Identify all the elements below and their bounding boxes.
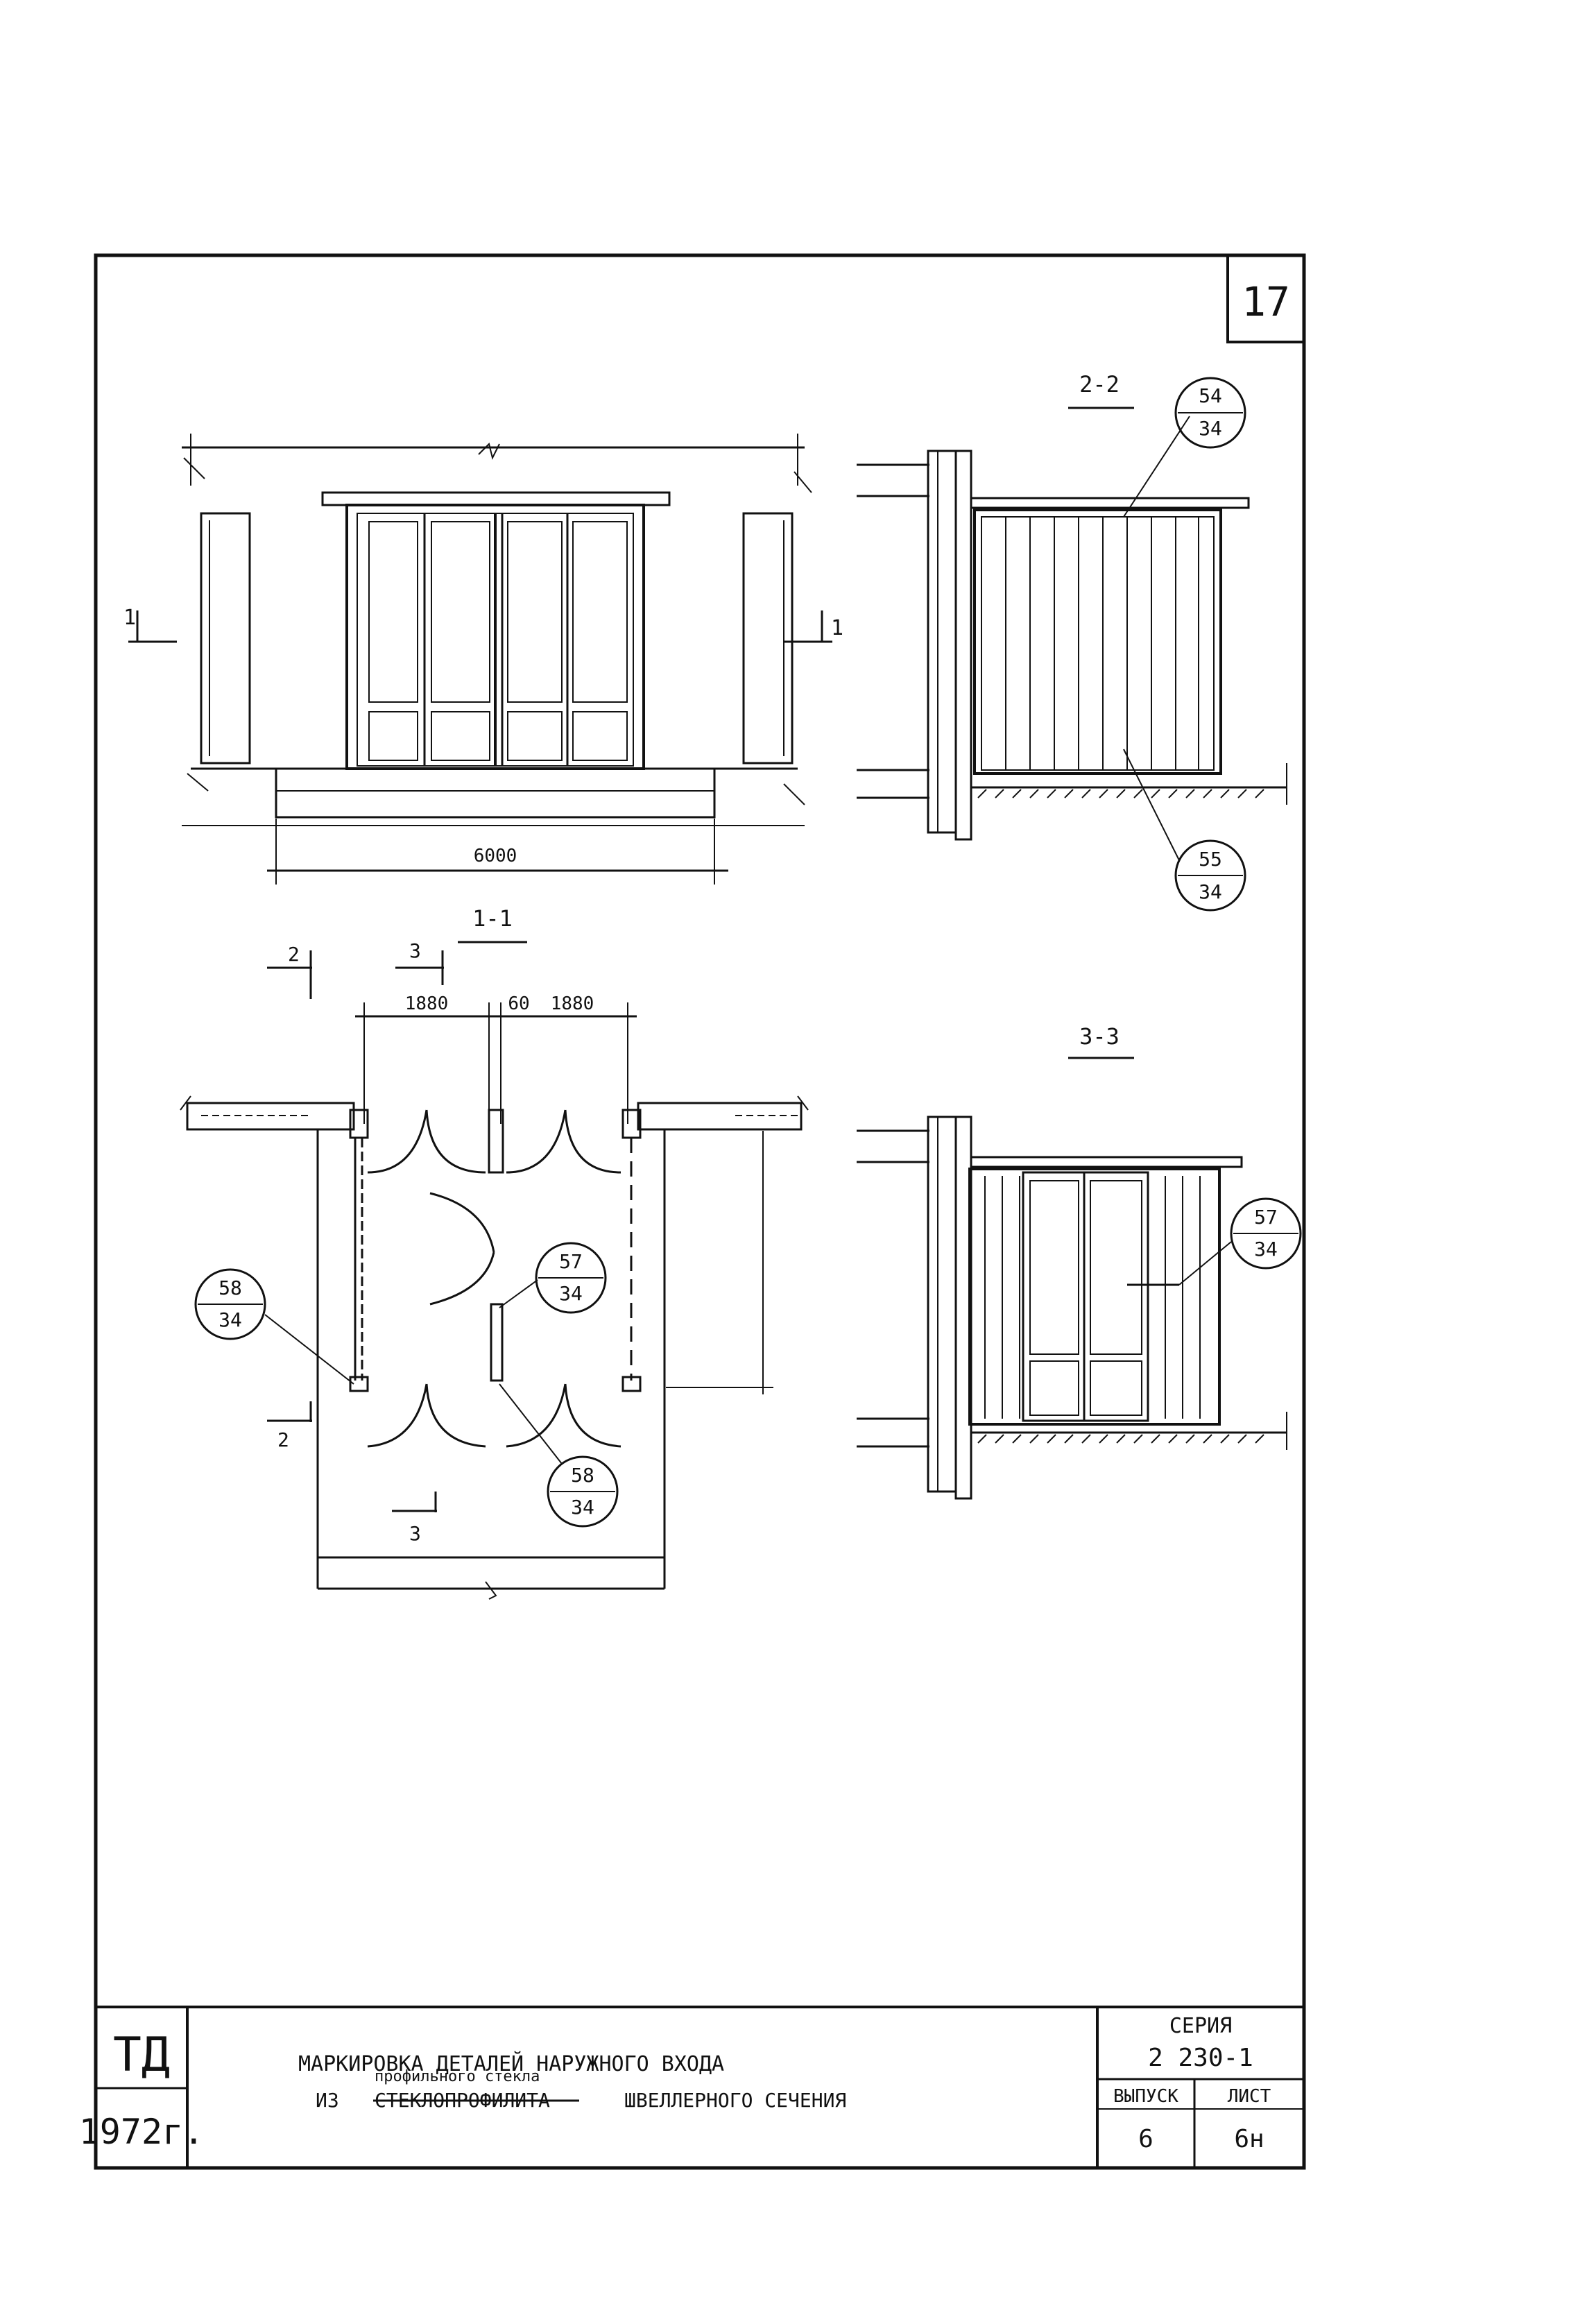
section-3-3-title: 3-3 bbox=[1079, 1023, 1120, 1050]
stamp-year: 1972г. bbox=[79, 2112, 205, 2152]
tag-57-34-plan bbox=[535, 1242, 607, 1314]
tag-54-34-num: 54 bbox=[1199, 384, 1222, 407]
tag-58-34-center bbox=[547, 1455, 619, 1528]
tag-57-34-section bbox=[1230, 1197, 1302, 1270]
tag-55-34-num: 55 bbox=[1199, 848, 1222, 871]
tag-55-34-den: 34 bbox=[1199, 880, 1222, 903]
page-label: ЛИСТ bbox=[1228, 2086, 1271, 2107]
tag-58-34-left bbox=[194, 1268, 266, 1340]
page-value: 6н bbox=[1234, 2125, 1264, 2153]
plan-dim-mid: 60 bbox=[508, 993, 529, 1014]
sheet-frame bbox=[94, 253, 1306, 2170]
tag-54-34-den: 34 bbox=[1199, 417, 1222, 440]
plan-mark-3-top bbox=[395, 950, 444, 985]
cut-mark-left bbox=[128, 610, 177, 643]
tag-57-34-plan-den: 34 bbox=[559, 1282, 583, 1305]
section-2-2 bbox=[857, 416, 1287, 861]
series-label: СЕРИЯ bbox=[1169, 2014, 1232, 2038]
plan-dim-left: 1880 bbox=[405, 993, 449, 1014]
tag-58-34-center-num: 58 bbox=[571, 1464, 594, 1487]
title-line-2-post: ШВЕЛЛЕРНОГО СЕЧЕНИЯ bbox=[624, 2089, 846, 2112]
plan-mark-2-bottom-label: 2 bbox=[277, 1428, 289, 1451]
cut-mark-right-label: 1 bbox=[831, 616, 843, 640]
dim-total: 6000 bbox=[474, 846, 517, 866]
title-line-1: МАРКИРОВКА ДЕТАЛЕЙ НАРУЖНОГО ВХОДА bbox=[298, 2051, 724, 2076]
tag-58-34-center-den: 34 bbox=[571, 1496, 594, 1519]
tag-57-34-plan-num: 57 bbox=[559, 1250, 583, 1273]
plan-title: 1-1 bbox=[472, 905, 513, 932]
cut-mark-right bbox=[784, 610, 832, 643]
tag-57-34-section-den: 34 bbox=[1254, 1238, 1278, 1261]
cut-mark-left-label: 1 bbox=[123, 606, 136, 630]
plan-view bbox=[180, 1095, 809, 1600]
section-3-3 bbox=[857, 1116, 1287, 1500]
plan-mark-2-bottom bbox=[267, 1401, 312, 1422]
tag-58-34-left-num: 58 bbox=[218, 1276, 242, 1299]
plan-dim-right: 1880 bbox=[551, 993, 594, 1014]
plan-mark-2-top-label: 2 bbox=[288, 943, 300, 966]
issue-label: ВЫПУСК bbox=[1113, 2086, 1178, 2107]
tag-54-34 bbox=[1174, 377, 1246, 449]
tag-57-34-section-num: 57 bbox=[1254, 1206, 1278, 1229]
stamp-td: ТД bbox=[113, 2028, 170, 2083]
plan-dimensions bbox=[355, 1002, 637, 1124]
tag-55-34 bbox=[1174, 839, 1246, 912]
plan-mark-3-top-label: 3 bbox=[409, 939, 421, 962]
plan-mark-3-bottom-label: 3 bbox=[409, 1522, 421, 1545]
issue-value: 6 bbox=[1138, 2125, 1154, 2153]
front-elevation bbox=[182, 434, 812, 885]
plan-mark-3-bottom bbox=[392, 1492, 437, 1512]
tag-58-34-left-den: 34 bbox=[218, 1308, 242, 1331]
title-line-2-pre: ИЗ bbox=[316, 2089, 339, 2112]
title-insert: профильного стекла bbox=[375, 2068, 540, 2085]
plan-mark-2-top bbox=[267, 950, 312, 999]
series-value: 2 230-1 bbox=[1148, 2044, 1253, 2072]
sheet-number: 17 bbox=[1242, 278, 1290, 325]
section-2-2-title: 2-2 bbox=[1079, 371, 1120, 398]
